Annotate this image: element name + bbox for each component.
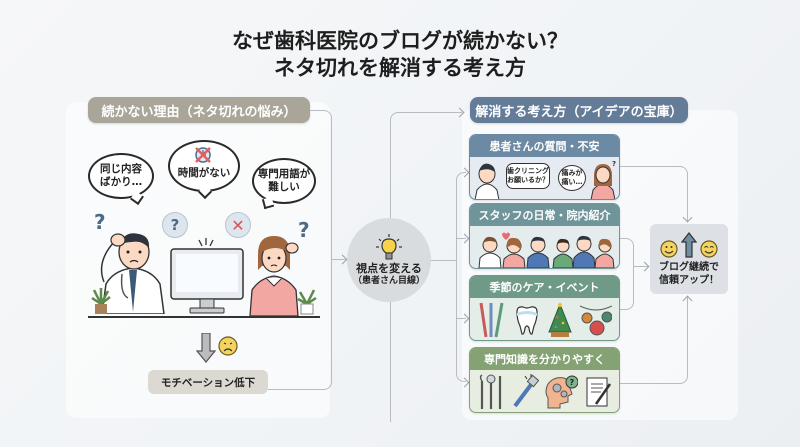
center-sub-text: （患者さん目線） <box>352 275 425 286</box>
lightbulb-icon <box>376 233 402 262</box>
tooth-icon <box>516 306 538 335</box>
sad-face-icon <box>218 336 238 356</box>
title-line-2: ネタ切れを解消する考え方 <box>274 56 526 80</box>
ornaments-icon <box>579 305 612 336</box>
patient-bubble-cleaning: 歯クリニング お願いるか？ <box>506 163 550 189</box>
question-icon: ? <box>162 212 188 238</box>
down-arrow-icon <box>195 332 217 363</box>
center-main-text: 視点を変える <box>356 261 422 275</box>
plant-icon <box>90 288 112 316</box>
change-perspective-node: 視点を変える （患者さん目線） <box>347 218 431 302</box>
bubble-same-content: 同じ内容 ばかり… <box>88 153 154 199</box>
svg-text:?: ? <box>570 378 575 387</box>
happy-face-icon <box>700 239 718 258</box>
connector <box>620 296 688 384</box>
plant-icon <box>296 288 318 316</box>
smiley-icon <box>660 239 678 258</box>
card-title: 季節のケア・イベント <box>470 276 619 298</box>
connector <box>620 238 634 310</box>
connector <box>310 110 332 390</box>
result-line-1: ブログ継続で <box>659 261 719 273</box>
patient-bubble-pain: 痛みが 痛い… <box>558 165 586 191</box>
doctor-illustration <box>94 222 172 315</box>
dental-drill-icon <box>513 374 539 408</box>
right-header: 解消する考え方（アイデアの宝庫） <box>470 97 688 123</box>
connector <box>390 302 391 422</box>
question-icon: ? <box>94 210 106 234</box>
connector <box>456 318 466 319</box>
left-header: 続かない理由（ネタ切れの悩み） <box>88 97 310 123</box>
connector <box>456 172 466 382</box>
thinking-head-icon: ? <box>545 375 579 409</box>
connector <box>620 166 688 222</box>
connector <box>268 389 312 390</box>
motivation-drop-label: モチベーション低下 <box>148 370 268 394</box>
desk-line <box>88 316 320 318</box>
right-header-label: 解消する考え方（アイデアの宝庫） <box>475 104 683 120</box>
bubble-jargon: 専門用語が 難しい <box>252 158 316 204</box>
dentist-icon <box>474 163 500 199</box>
card-title: 専門知識を分かりやすく <box>470 348 619 370</box>
result-line-2: 信頼アップ！ <box>659 274 719 286</box>
document-pen-icon <box>586 377 612 407</box>
connector <box>431 260 457 261</box>
connector <box>634 266 648 267</box>
x-icon: ✕ <box>225 212 251 238</box>
page-title: なぜ歯科医院のブログが続かない？ ネタ切れを解消する考え方 <box>0 28 800 82</box>
patient-woman-icon: ? <box>590 160 616 199</box>
staff-group-icon <box>470 226 619 268</box>
connector <box>332 259 346 260</box>
connector <box>390 112 462 218</box>
alert-lines-icon <box>196 233 216 247</box>
idea-card-patient-questions: 患者さんの質問・不安 歯クリニング お願いるか？ 痛みが 痛い… ? <box>469 134 620 200</box>
christmas-tree-icon <box>548 302 572 337</box>
up-arrow-icon <box>681 231 697 258</box>
toothbrush-icon <box>479 302 504 338</box>
monitor-illustration <box>170 248 244 316</box>
dental-tools-icon <box>479 374 501 409</box>
card-title: 患者さんの質問・不安 <box>470 135 619 157</box>
svg-text:?: ? <box>612 160 616 168</box>
title-line-1: なぜ歯科医院のブログが続かない？ <box>232 29 568 53</box>
connector <box>456 238 466 239</box>
idea-card-knowledge: 専門知識を分かりやすく ? <box>469 347 620 413</box>
idea-card-seasonal: 季節のケア・イベント <box>469 275 620 341</box>
question-icon: ? <box>298 218 310 242</box>
card-title: スタッフの日常・院内紹介 <box>470 204 619 226</box>
clock-crossed-icon <box>194 146 212 164</box>
left-header-label: 続かない理由（ネタ切れの悩み） <box>101 104 297 120</box>
idea-card-staff: スタッフの日常・院内紹介 <box>469 203 620 269</box>
result-trust-up: ブログ継続で 信頼アップ！ <box>650 224 728 294</box>
nurse-illustration <box>244 230 304 317</box>
